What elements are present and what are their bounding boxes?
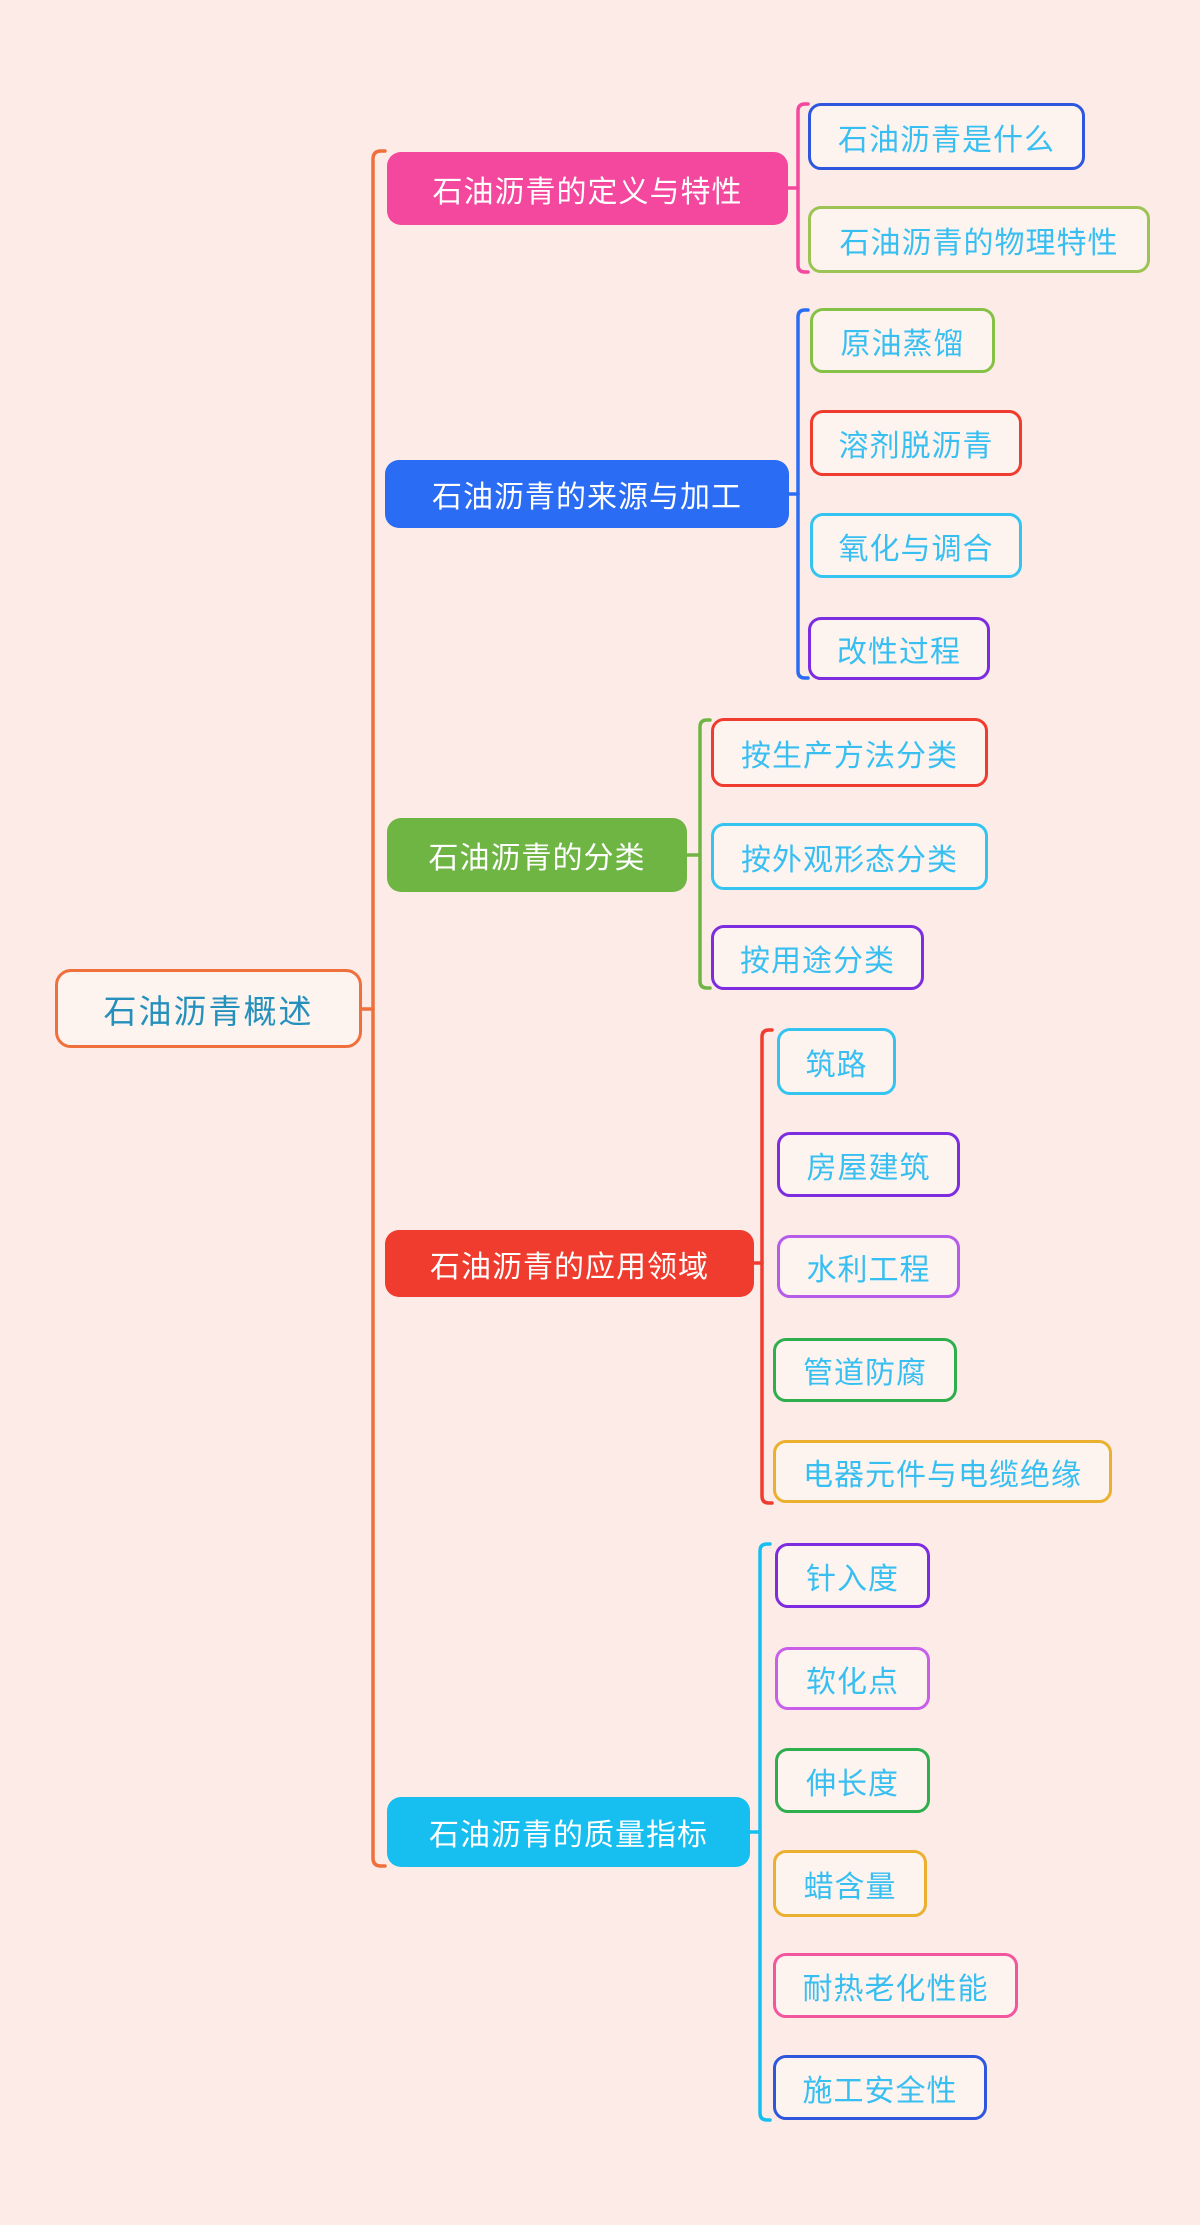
mindmap-child-node[interactable]: 改性过程 [808, 617, 990, 680]
connector-branch-trunk [796, 308, 810, 680]
mindmap-root-node[interactable]: 石油沥青概述 [55, 969, 362, 1048]
mindmap-child-node[interactable]: 电器元件与电缆绝缘 [773, 1440, 1112, 1503]
mindmap-child-node[interactable]: 氧化与调合 [810, 513, 1022, 578]
mindmap-child-node[interactable]: 石油沥青是什么 [808, 103, 1085, 170]
mindmap-child-node[interactable]: 石油沥青的物理特性 [808, 206, 1150, 273]
mindmap-child-node[interactable]: 按外观形态分类 [711, 823, 988, 890]
connector-root-trunk [371, 149, 387, 1868]
mindmap-child-node[interactable]: 按用途分类 [711, 925, 924, 990]
mindmap-child-node[interactable]: 蜡含量 [773, 1850, 927, 1917]
mindmap-child-node[interactable]: 溶剂脱沥青 [810, 410, 1022, 476]
mindmap-branch-node[interactable]: 石油沥青的质量指标 [387, 1797, 750, 1867]
mindmap-child-node[interactable]: 原油蒸馏 [810, 308, 995, 373]
mindmap-child-node[interactable]: 管道防腐 [773, 1338, 957, 1402]
mindmap-child-node[interactable]: 房屋建筑 [777, 1132, 960, 1197]
connector-branch-trunk [758, 1542, 772, 2122]
mindmap-branch-node[interactable]: 石油沥青的应用领域 [385, 1230, 754, 1297]
mindmap-child-node[interactable]: 按生产方法分类 [711, 718, 988, 787]
mindmap-child-node[interactable]: 软化点 [775, 1647, 930, 1710]
mindmap-child-node[interactable]: 水利工程 [777, 1235, 960, 1298]
mindmap-branch-node[interactable]: 石油沥青的分类 [387, 818, 687, 892]
mindmap-child-node[interactable]: 筑路 [777, 1028, 896, 1095]
mindmap-branch-node[interactable]: 石油沥青的定义与特性 [387, 152, 788, 225]
mindmap-child-node[interactable]: 伸长度 [775, 1748, 930, 1813]
mindmap-child-node[interactable]: 耐热老化性能 [773, 1953, 1018, 2018]
connector-branch-trunk [698, 718, 712, 990]
mindmap-child-node[interactable]: 针入度 [775, 1543, 930, 1608]
connector-branch-trunk [796, 102, 810, 274]
mindmap-child-node[interactable]: 施工安全性 [773, 2055, 987, 2120]
mindmap-branch-node[interactable]: 石油沥青的来源与加工 [385, 460, 789, 528]
connector-branch-trunk [760, 1028, 774, 1505]
